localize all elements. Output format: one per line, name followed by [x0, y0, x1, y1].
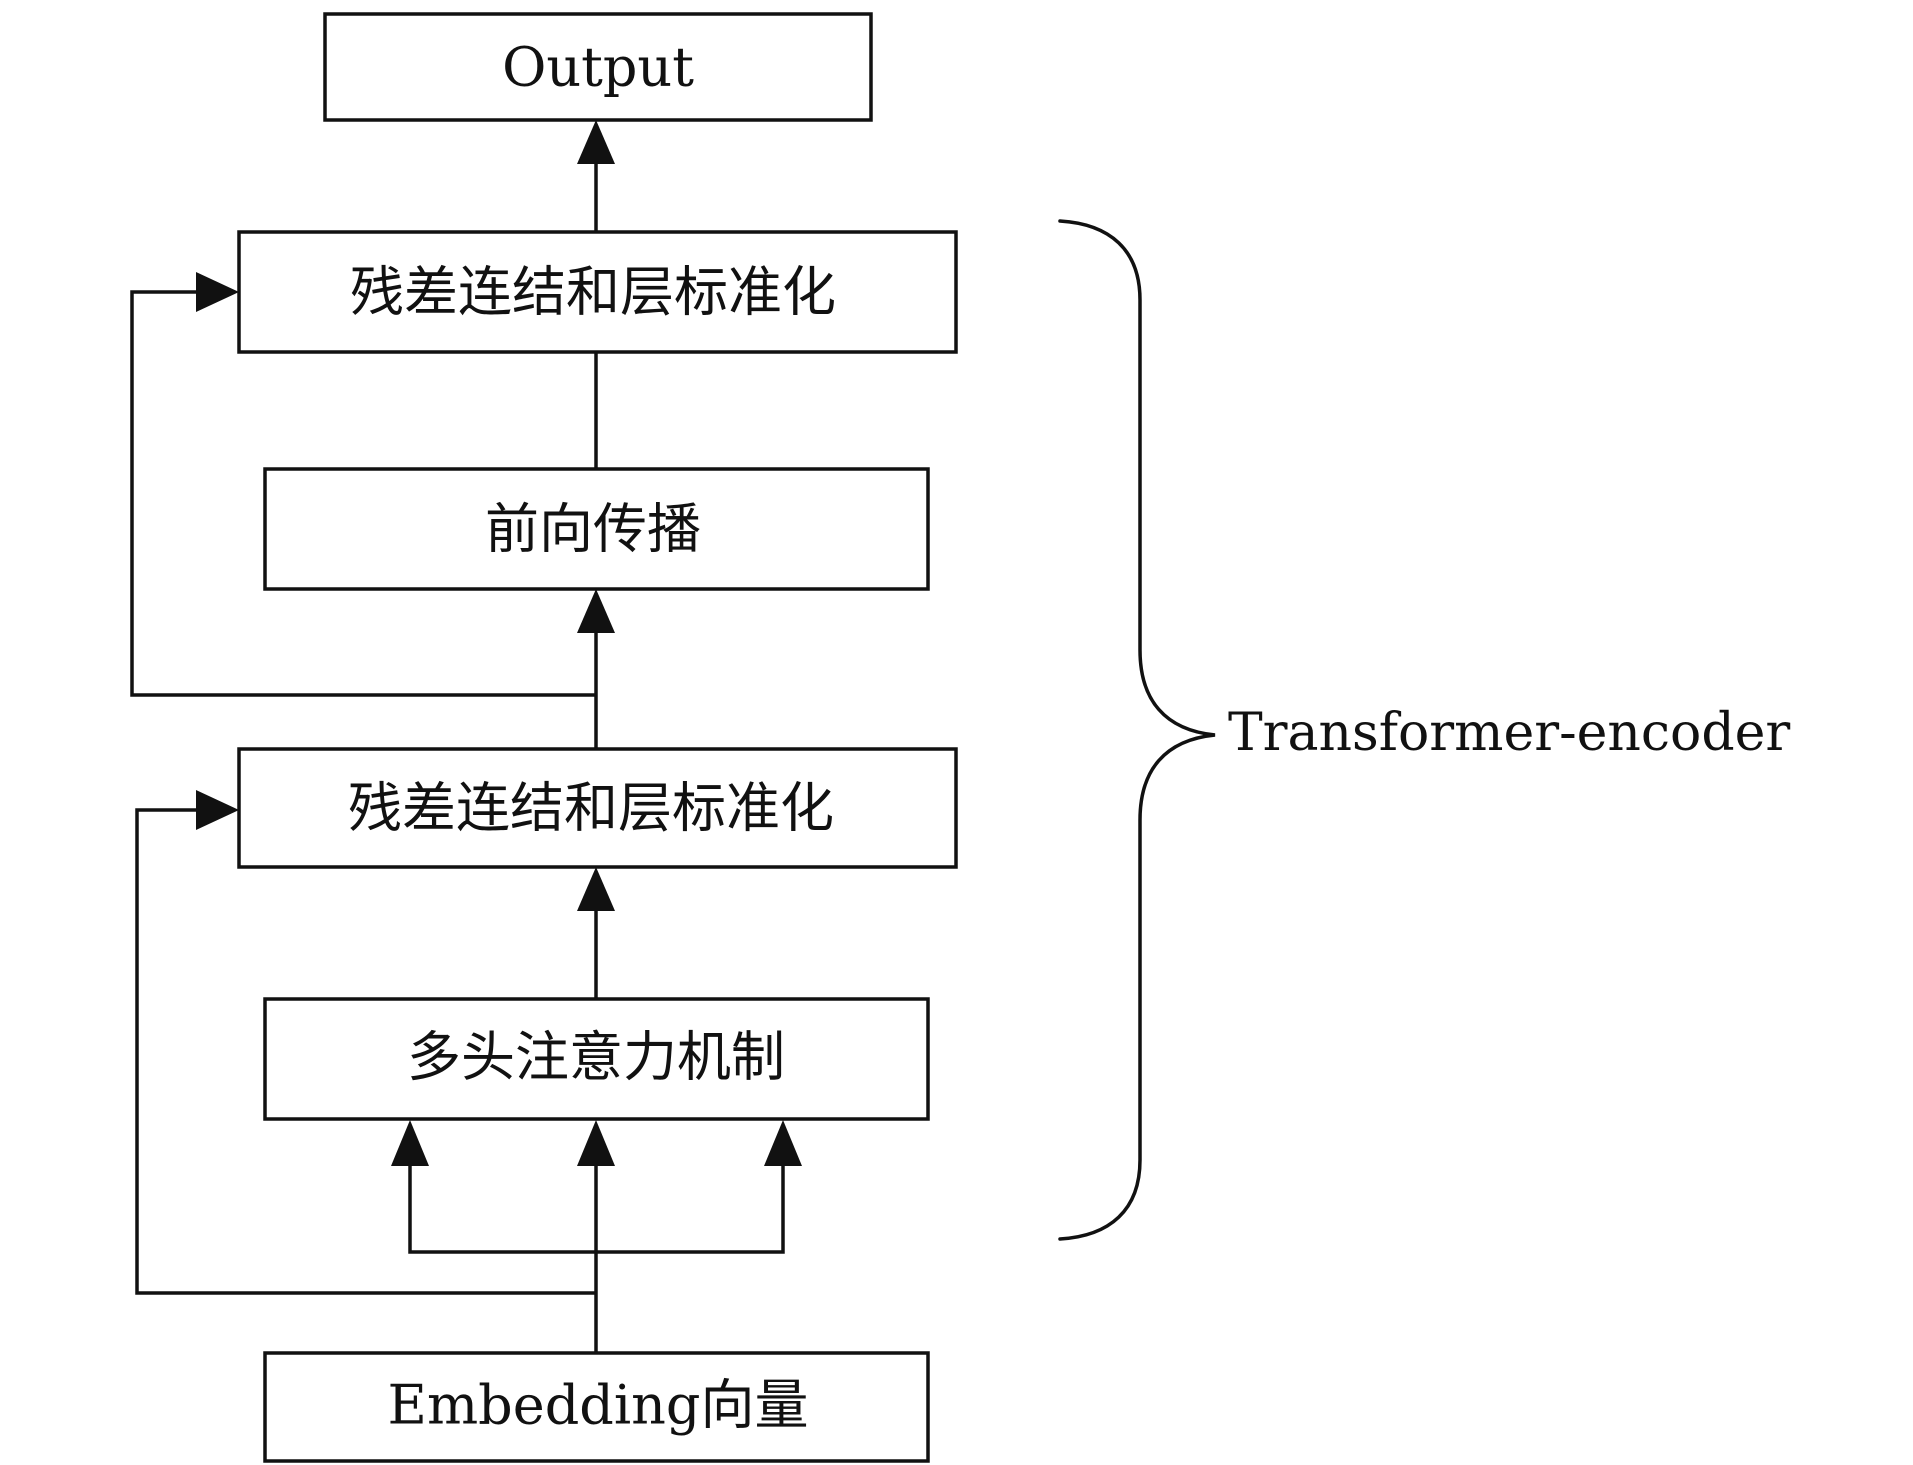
arrowhead-attention-input-left — [391, 1120, 429, 1166]
node-embedding-label: Embedding向量 — [388, 1374, 809, 1437]
encoder-brace: Transformer-encoder — [1058, 219, 1790, 1241]
residual-skip-bottom — [135, 808, 596, 1295]
connectors — [130, 160, 785, 1353]
attention-branch-split — [408, 1162, 785, 1254]
node-add-norm-bottom: 残差连结和层标准化 — [237, 747, 958, 869]
arrowheads — [196, 120, 802, 1166]
node-output-label: Output — [502, 36, 694, 99]
arrowhead-to-addnorm-bottom — [577, 867, 615, 911]
node-multi-head-attention: 多头注意力机制 — [263, 997, 930, 1121]
arrowhead-to-output — [577, 120, 615, 164]
brace-label: Transformer-encoder — [1228, 703, 1790, 763]
arrowhead-to-feedforward — [577, 589, 615, 633]
node-output: Output — [323, 12, 873, 122]
arrowhead-skip-bottom — [196, 790, 239, 830]
node-add-norm-bottom-label: 残差连结和层标准化 — [348, 777, 834, 840]
brace-shape — [1058, 219, 1216, 1241]
arrowhead-attention-input-right — [764, 1120, 802, 1166]
node-multi-head-attention-label: 多头注意力机制 — [407, 1026, 785, 1089]
arrowhead-skip-top — [196, 272, 239, 312]
arrowhead-attention-input-middle — [577, 1120, 615, 1166]
node-add-norm-top: 残差连结和层标准化 — [237, 230, 958, 354]
node-feed-forward-label: 前向传播 — [485, 498, 701, 561]
node-embedding: Embedding向量 — [263, 1351, 930, 1463]
node-add-norm-top-label: 残差连结和层标准化 — [350, 261, 836, 324]
node-feed-forward: 前向传播 — [263, 467, 930, 591]
residual-skip-top — [130, 290, 596, 697]
